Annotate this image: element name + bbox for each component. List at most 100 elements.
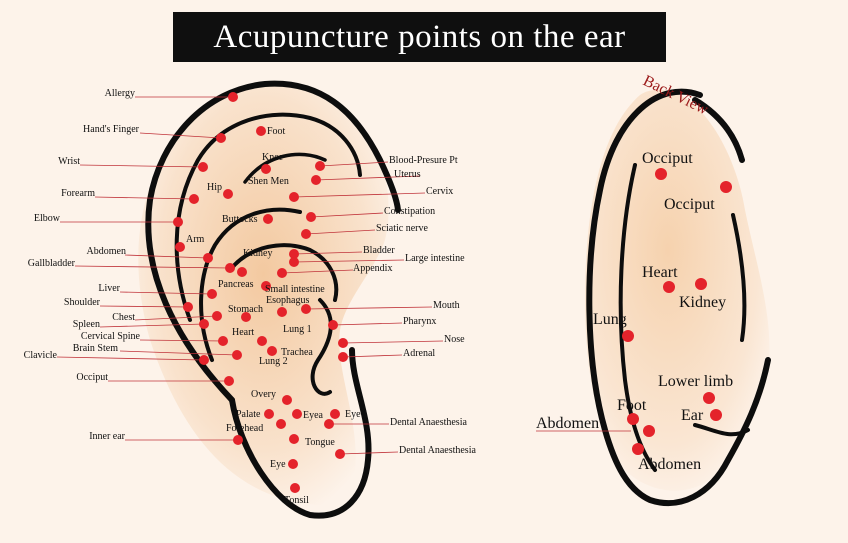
- acupoint: [256, 126, 266, 136]
- label-kidney-back: Kidney: [679, 294, 726, 311]
- acupoint: [622, 330, 634, 342]
- front-points: [173, 92, 348, 493]
- acupoint: [290, 483, 300, 493]
- label-gallbladder: Gallbladder: [28, 258, 76, 269]
- front-leader-lines: [56, 96, 444, 455]
- back-right-edge: [731, 213, 747, 342]
- label-pharynx: Pharynx: [403, 316, 436, 327]
- acupoint: [277, 307, 287, 317]
- acupoint: [277, 268, 287, 278]
- label-constipation: Constipation: [384, 206, 435, 217]
- acupoint: [695, 278, 707, 290]
- label-heart-front: Heart: [232, 327, 254, 338]
- label-overy: Overy: [251, 389, 276, 400]
- acupoint: [306, 212, 316, 222]
- front-inner-labels: Foot Knee Shen Men Hip Buttocks Arm Kidn…: [186, 126, 368, 506]
- front-concha-ridge: [228, 243, 339, 302]
- acupoint: [627, 413, 639, 425]
- acupoint: [183, 302, 193, 312]
- acupoint: [663, 281, 675, 293]
- label-forehead: Forehead: [226, 423, 263, 434]
- label-lung-1: Lung 1: [283, 324, 312, 335]
- label-ear-back: Ear: [681, 407, 704, 424]
- label-cervical-spine: Cervical Spine: [81, 331, 141, 342]
- acupoint: [199, 355, 209, 365]
- acupoint: [173, 217, 183, 227]
- front-tragus: [310, 298, 333, 396]
- label-uterus: Uterus: [394, 169, 421, 180]
- label-pancreas: Pancreas: [218, 279, 254, 290]
- front-ear: [138, 80, 401, 519]
- label-foot-back: Foot: [617, 397, 647, 414]
- acupoint: [225, 263, 235, 273]
- label-shoulder: Shoulder: [64, 297, 101, 308]
- acupoint: [224, 376, 234, 386]
- label-hip: Hip: [207, 182, 222, 193]
- label-forearm: Forearm: [61, 188, 95, 199]
- label-sciatic-nerve: Sciatic nerve: [376, 223, 428, 234]
- label-stomach: Stomach: [228, 304, 263, 315]
- acupoint: [289, 257, 299, 267]
- back-outer-outline: [586, 88, 771, 507]
- acupoint: [338, 352, 348, 362]
- acupoint: [330, 409, 340, 419]
- label-shen-men: Shen Men: [248, 176, 289, 187]
- label-eye: Eye: [270, 459, 286, 470]
- back-lobe-fold: [693, 423, 750, 437]
- acupoint: [203, 253, 213, 263]
- label-eyea: Eyea: [303, 410, 324, 421]
- acupoint: [703, 392, 715, 404]
- front-antihelix: [174, 112, 362, 322]
- diagram-title: Acupuncture points on the ear: [173, 12, 666, 62]
- back-inner-curve: [618, 163, 657, 472]
- label-small-intestine: Small intestine: [265, 284, 325, 295]
- acupoint: [276, 419, 286, 429]
- front-right-labels: Blood-Presure Pt Uterus Cervix Constipat…: [353, 155, 476, 456]
- acupoint: [212, 311, 222, 321]
- acupoint: [335, 449, 345, 459]
- acupoint: [189, 194, 199, 204]
- acupoint: [264, 409, 274, 419]
- acupoint: [282, 395, 292, 405]
- label-knee: Knee: [262, 152, 284, 163]
- acupoint: [207, 289, 217, 299]
- acupoint: [175, 242, 185, 252]
- acupoint: [218, 336, 228, 346]
- acupoint: [324, 419, 334, 429]
- label-dental-anaesthesia-1: Dental Anaesthesia: [390, 417, 467, 428]
- label-blood-pressure-pt: Blood-Presure Pt: [389, 155, 458, 166]
- label-chest: Chest: [112, 312, 135, 323]
- acupoint: [338, 338, 348, 348]
- acupoint: [216, 133, 226, 143]
- label-dental-anaesthesia-2: Dental Anaesthesia: [399, 445, 476, 456]
- acupoint: [228, 92, 238, 102]
- acupoint: [288, 459, 298, 469]
- label-abdomen-back-2: Abdomen: [638, 456, 701, 473]
- acupoint: [301, 304, 311, 314]
- label-clavicle: Clavicle: [24, 350, 58, 361]
- label-eye-1: Eye 1: [345, 409, 368, 420]
- acupoint: [233, 435, 243, 445]
- label-palate: Palate: [236, 409, 261, 420]
- label-lower-limb: Lower limb: [658, 373, 733, 390]
- acupoint: [261, 164, 271, 174]
- label-esophagus: Esophagus: [266, 295, 309, 306]
- acupoint: [267, 346, 277, 356]
- label-lung-back: Lung: [593, 311, 627, 328]
- back-labels: Occiput Occiput Heart Kidney Lung Lower …: [536, 150, 733, 473]
- acupoint: [263, 214, 273, 224]
- label-nose: Nose: [444, 334, 465, 345]
- acupoint: [720, 181, 732, 193]
- acupoint: [289, 192, 299, 202]
- label-inner-ear: Inner ear: [89, 431, 125, 442]
- acupoint: [241, 312, 251, 322]
- acupoint: [632, 443, 644, 455]
- label-spleen: Spleen: [73, 319, 100, 330]
- label-hands-finger: Hand's Finger: [83, 124, 140, 135]
- acupoint: [289, 249, 299, 259]
- label-occiput-front: Occiput: [76, 372, 108, 383]
- label-bladder: Bladder: [363, 245, 395, 256]
- label-kidney: Kidney: [243, 248, 272, 259]
- label-tongue: Tongue: [305, 437, 335, 448]
